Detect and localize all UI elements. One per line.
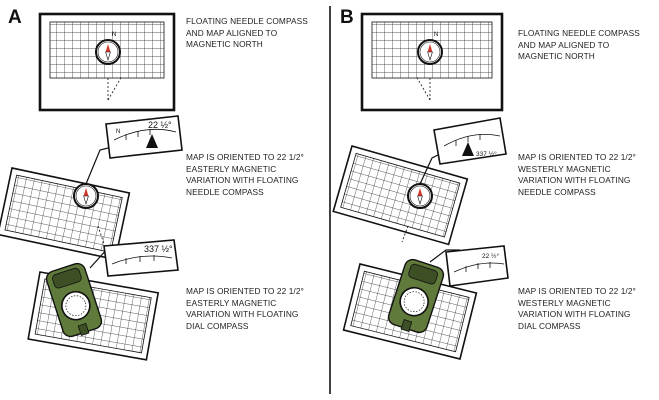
panel-a-caption-2: MAP IS ORIENTED TO 22 1/2° EASTERLY MAGN… — [186, 152, 304, 197]
map-grid-icon — [360, 12, 504, 112]
panel-b-caption-2: MAP IS ORIENTED TO 22 1/2° WESTERLY MAGN… — [518, 152, 636, 197]
scale-label-bottom: 22 ½° — [482, 252, 499, 260]
svg-text:N: N — [434, 32, 438, 38]
floating-needle-compass-icon — [407, 183, 433, 209]
map-grid-icon — [38, 12, 176, 112]
panel-a-caption-1: FLOATING NEEDLE COMPASS AND MAP ALIGNED … — [186, 16, 308, 49]
magnification-scale-icon: N 22 ½° — [105, 115, 183, 159]
svg-text:N: N — [116, 129, 120, 135]
needle-north-label: N — [112, 32, 116, 38]
floating-needle-compass-icon — [95, 39, 121, 65]
magnification-scale-icon: 22 ½° — [445, 245, 509, 287]
panel-b-caption-3: MAP IS ORIENTED TO 22 1/2° WESTERLY MAGN… — [518, 286, 636, 331]
scale-label-top: 22 ½° — [148, 120, 172, 130]
magnification-scale-icon: 337 ½° — [103, 239, 179, 277]
panel-a-art: N N 22 ½° — [0, 12, 183, 361]
panel-a-caption-3: MAP IS ORIENTED TO 22 1/2° EASTERLY MAGN… — [186, 286, 304, 331]
panel-b-letter: B — [340, 7, 354, 28]
floating-needle-compass-icon — [73, 183, 99, 209]
panel-b-art: N 337 ½° — [332, 12, 509, 360]
scale-label-top: 337 ½° — [476, 150, 497, 158]
panel-b-caption-1: FLOATING NEEDLE COMPASS AND MAP ALIGNED … — [518, 28, 640, 61]
floating-needle-compass-icon — [417, 39, 443, 65]
panel-a-letter: A — [8, 7, 22, 28]
magnification-scale-icon: 337 ½° — [433, 117, 507, 165]
scale-label-bottom: 337 ½° — [144, 244, 173, 254]
